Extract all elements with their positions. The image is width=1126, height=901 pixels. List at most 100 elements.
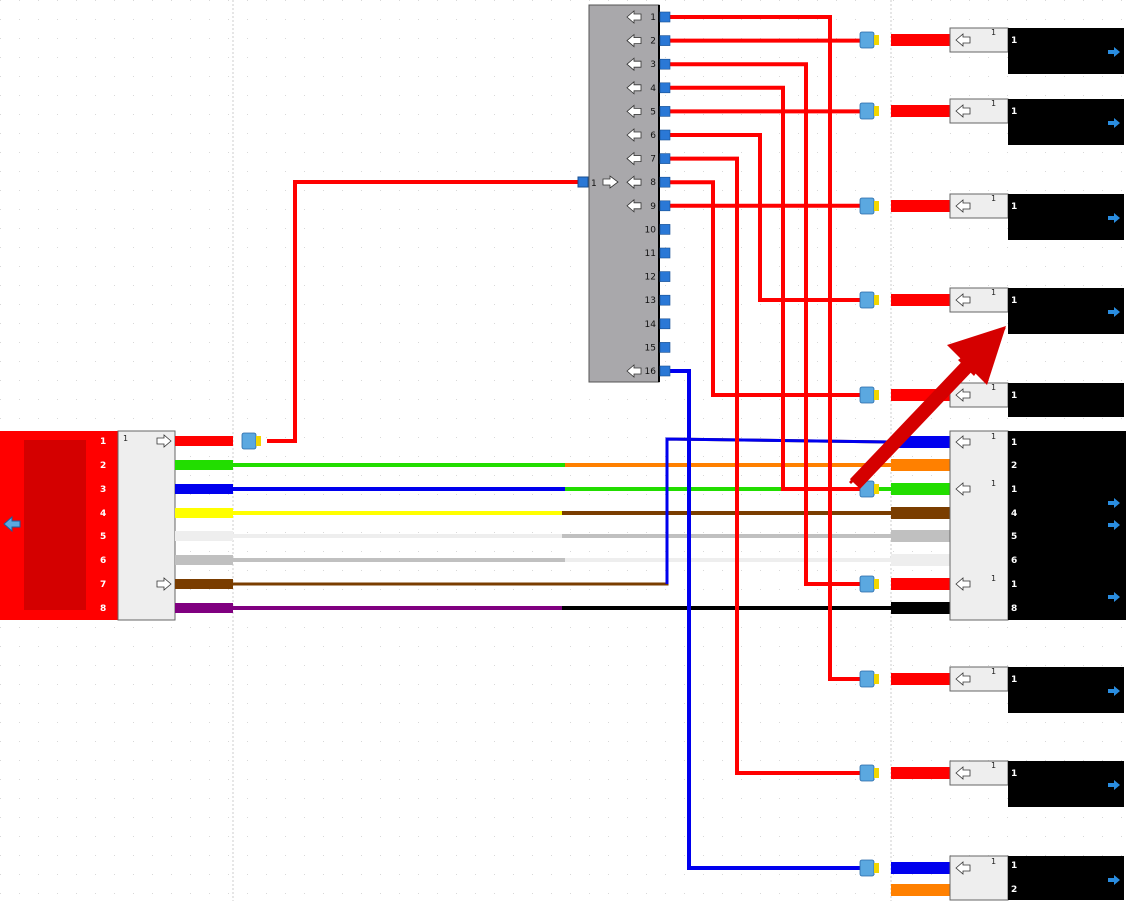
splice-pin[interactable] [659, 294, 671, 306]
splice-pin[interactable] [659, 82, 671, 94]
redaction-block [24, 440, 86, 610]
splice-pin-label: 14 [645, 320, 657, 330]
big-connector-pin: 2 [1011, 461, 1017, 471]
arrow-left-icon [3, 515, 21, 533]
right-connector[interactable]: 11 [949, 760, 1124, 807]
arrow-left-icon [626, 175, 642, 190]
arrow-left-icon [955, 293, 971, 307]
wire-red-branch[interactable] [670, 15, 860, 681]
big-connector-pin: 1 [1011, 438, 1017, 448]
splice-pin[interactable] [659, 176, 671, 188]
arrow-right-blue-icon [1108, 213, 1120, 223]
right-connector-pin: 1 [1011, 675, 1017, 685]
splice-pin-label: 8 [650, 178, 656, 188]
right-connector[interactable]: 11 [949, 193, 1124, 240]
splice-pin[interactable] [659, 129, 671, 141]
splice-pin-label: 2 [650, 37, 656, 47]
left-pin-label: 3 [100, 485, 106, 495]
left-wire-stub [175, 579, 233, 589]
left-pin-label: 5 [100, 532, 106, 542]
wire-red-branch[interactable] [670, 62, 860, 586]
splice-pin[interactable] [659, 200, 671, 212]
wire-blue-down[interactable] [670, 369, 860, 870]
splice-pin[interactable] [659, 58, 671, 70]
big-connector-header: 1 [991, 432, 996, 441]
splice-pin[interactable] [659, 153, 671, 164]
terminal [241, 432, 257, 450]
wire-stub-orange [891, 884, 950, 896]
arrow-right-blue-icon [1108, 118, 1120, 128]
right-connector-body-redacted [1008, 761, 1124, 807]
splice-pin[interactable] [659, 271, 671, 282]
right-connector[interactable]: 11 [949, 382, 1124, 417]
annotation-arrow [849, 326, 1006, 489]
right-connector[interactable]: 11 [949, 287, 1124, 334]
arrow-left-icon [955, 388, 971, 402]
wire-red-branch[interactable] [670, 156, 860, 775]
terminal [859, 31, 875, 49]
wire-red-main[interactable] [267, 180, 578, 443]
right-connector-body-redacted [1008, 288, 1124, 334]
splice-pin[interactable] [659, 106, 671, 117]
right-connector-body-redacted [1008, 28, 1124, 74]
arrow-left-icon [626, 364, 642, 378]
wire-red-branch[interactable] [670, 133, 860, 302]
terminal-collar [874, 106, 879, 116]
splice-pin[interactable] [659, 365, 671, 377]
right-connector-pin: 1 [1011, 296, 1017, 306]
terminal-collar [874, 768, 879, 778]
arrow-left-icon [626, 10, 642, 24]
arrow-left-icon [626, 151, 642, 166]
left-connector-header: 1 [123, 434, 128, 443]
terminal [859, 575, 875, 593]
right-connector[interactable]: 11 [949, 98, 1124, 145]
big-connector-pin: 8 [1011, 604, 1017, 614]
arrow-left-icon [955, 104, 971, 118]
right-connector-body-redacted [1008, 667, 1124, 713]
splice-input-pin[interactable] [577, 176, 589, 188]
left-pin-label: 4 [100, 509, 106, 519]
arrow-right-icon [156, 577, 172, 591]
terminal [859, 670, 875, 688]
splice-pin-label: 11 [645, 249, 656, 259]
bottom-connector-face [949, 855, 1009, 901]
left-pin-label: 8 [100, 604, 106, 614]
left-pin-label: 7 [100, 580, 106, 590]
left-pin-label: 2 [100, 461, 106, 471]
terminal [859, 291, 875, 309]
right-connector-pin: 1 [1011, 202, 1017, 212]
terminal-collar [874, 201, 879, 211]
splice-pin-label: 4 [650, 84, 656, 94]
splice-pin-label: 3 [650, 60, 656, 70]
big-connector-wire-stub [891, 507, 950, 519]
left-wire-stub [175, 436, 233, 446]
wire-red-branch[interactable] [670, 85, 860, 491]
arrow-right-blue-icon [1108, 498, 1120, 508]
right-connector-body-redacted [1008, 99, 1124, 145]
splice-pin[interactable] [659, 11, 671, 23]
splice-pin[interactable] [659, 342, 671, 353]
left-wire-stub [175, 603, 233, 613]
terminal [859, 386, 875, 404]
terminal-collar [256, 436, 261, 446]
splice-pin[interactable] [659, 35, 671, 46]
wire-stub-red [891, 105, 950, 117]
wire-red-branch[interactable] [670, 180, 860, 397]
right-connector[interactable]: 11 [949, 27, 1124, 74]
wire-blue-loop[interactable] [665, 437, 892, 584]
arrow-right-blue-icon [1108, 307, 1120, 317]
big-connector-pin: 1 [1011, 580, 1017, 590]
splice-pin[interactable] [659, 224, 671, 235]
right-connector[interactable]: 11 [949, 666, 1124, 713]
splice-pin[interactable] [659, 247, 671, 259]
splice-pin[interactable] [659, 318, 671, 330]
left-connector-face [117, 430, 176, 621]
bottom-connector-pin: 2 [1011, 885, 1017, 895]
arrow-left-icon [955, 199, 971, 213]
